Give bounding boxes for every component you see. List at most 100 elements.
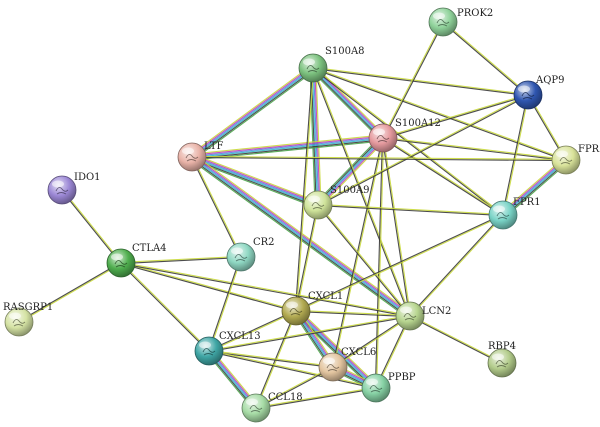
node-s100a9-structure-icon — [311, 201, 325, 210]
node-prok2-structure-icon — [436, 18, 450, 27]
node-ltf[interactable]: LTF — [177, 141, 223, 172]
node-ido1[interactable]: IDO1 — [47, 172, 101, 205]
edge-cxcl13-ppbp — [208, 349, 377, 390]
node-prok2-label: PROK2 — [457, 8, 493, 19]
node-s100a8-bubble[interactable] — [298, 53, 328, 83]
node-prok2-bubble[interactable] — [428, 7, 458, 37]
node-aqp9-label: AQP9 — [535, 75, 565, 86]
edge-ctla4-rasgrp1 — [18, 262, 122, 323]
node-fpr1-structure-icon — [496, 211, 510, 220]
edge-ltf-fpr2 — [191, 155, 567, 162]
edge-ctla4-lcn2 — [120, 261, 411, 318]
node-fpr2-label: FPR2 — [578, 144, 600, 155]
edge-fpr1-lcn2 — [409, 214, 504, 317]
node-rbp4-highlight — [492, 353, 504, 361]
edges-layer — [18, 21, 569, 411]
node-prok2-highlight — [433, 12, 445, 20]
edge-ccl18-cxcl6 — [255, 365, 334, 410]
node-s100a12-structure-icon — [376, 134, 390, 143]
node-s100a9-highlight — [308, 195, 320, 203]
node-prok2[interactable]: PROK2 — [428, 7, 493, 37]
node-fpr2-bubble[interactable] — [551, 145, 581, 175]
edge-ltf-s100a9 — [190, 153, 320, 209]
node-cxcl1[interactable]: CXCL1 — [281, 291, 343, 326]
edge-s100a9-lcn2 — [317, 204, 411, 317]
edge-ido1-ctla4 — [61, 189, 122, 264]
node-ltf-highlight — [182, 147, 194, 155]
node-cxcl6[interactable]: CXCL6 — [318, 347, 376, 382]
node-ido1-bubble[interactable] — [47, 175, 77, 205]
node-s100a12-bubble[interactable] — [368, 123, 398, 153]
edge-cxcl1-cxcl13 — [208, 309, 297, 353]
node-s100a8-highlight — [303, 58, 315, 66]
node-fpr2[interactable]: FPR2 — [551, 144, 600, 175]
node-cxcl6-structure-icon — [326, 363, 340, 372]
node-rasgrp1-structure-icon — [12, 318, 26, 327]
node-ctla4-bubble[interactable] — [106, 248, 136, 278]
node-cxcl6-highlight — [323, 357, 335, 365]
node-aqp9[interactable]: AQP9 — [513, 75, 565, 110]
node-cxcl1-structure-icon — [289, 307, 303, 316]
node-cr2-structure-icon — [234, 253, 248, 262]
node-fpr2-highlight — [556, 150, 568, 158]
node-aqp9-highlight — [518, 85, 530, 93]
node-ltf-bubble[interactable] — [177, 142, 207, 172]
edge-prok2-aqp9 — [442, 21, 529, 96]
node-lcn2[interactable]: LCN2 — [395, 301, 451, 331]
node-ido1-label: IDO1 — [74, 172, 101, 183]
node-cxcl13[interactable]: CXCL13 — [194, 331, 261, 366]
edge-cxcl13-lcn2 — [208, 314, 411, 353]
edge-s100a12-ppbp — [374, 137, 385, 389]
node-rasgrp1[interactable]: RASGRP1 — [3, 302, 53, 337]
node-rbp4[interactable]: RBP4 — [487, 341, 517, 378]
node-s100a8[interactable]: S100A8 — [298, 46, 365, 83]
node-ctla4-highlight — [111, 253, 123, 261]
node-rbp4-structure-icon — [495, 359, 509, 368]
edge-s100a12-fpr2 — [382, 136, 567, 162]
node-cr2[interactable]: CR2 — [226, 237, 275, 272]
node-rbp4-bubble[interactable] — [487, 348, 517, 378]
node-lcn2-highlight — [400, 306, 412, 314]
node-ppbp-structure-icon — [369, 384, 383, 393]
node-s100a9-bubble[interactable] — [303, 190, 333, 220]
node-s100a9-label: S100A9 — [330, 185, 370, 196]
node-ctla4[interactable]: CTLA4 — [106, 243, 167, 278]
node-ppbp[interactable]: PPBP — [361, 372, 416, 403]
edge-ccl18-ppbp — [255, 386, 377, 410]
edge-lcn2-cxcl6 — [332, 315, 411, 368]
node-s100a12[interactable]: S100A12 — [368, 118, 441, 153]
edge-aqp9-fpr1 — [501, 94, 530, 216]
edge-s100a9-fpr1 — [317, 203, 504, 217]
node-cxcl13-structure-icon — [202, 347, 216, 356]
node-s100a12-label: S100A12 — [395, 118, 441, 129]
node-ppbp-bubble[interactable] — [361, 373, 391, 403]
edge-s100a8-aqp9 — [312, 66, 529, 97]
edge-cxcl13-cxcl6 — [208, 349, 334, 369]
node-ccl18-bubble[interactable] — [241, 393, 271, 423]
node-cxcl6-label: CXCL6 — [341, 347, 376, 358]
node-ctla4-label: CTLA4 — [132, 243, 167, 254]
node-cxcl1-bubble[interactable] — [281, 296, 311, 326]
node-fpr1[interactable]: FPR1 — [488, 197, 541, 230]
edge-s100a12-prok2 — [381, 21, 445, 139]
node-cxcl1-highlight — [286, 301, 298, 309]
node-cr2-label: CR2 — [253, 237, 275, 248]
edge-cxcl1-lcn2 — [295, 309, 411, 318]
node-s100a8-label: S100A8 — [325, 46, 365, 57]
node-s100a9[interactable]: S100A9 — [303, 185, 370, 220]
edge-s100a8-lcn2 — [311, 67, 412, 317]
node-rasgrp1-label: RASGRP1 — [3, 302, 53, 313]
node-cxcl13-label: CXCL13 — [219, 331, 261, 342]
node-cr2-bubble[interactable] — [226, 242, 256, 272]
node-lcn2-bubble[interactable] — [395, 301, 425, 331]
node-ido1-highlight — [52, 180, 64, 188]
node-ccl18[interactable]: CCL18 — [241, 392, 303, 423]
node-ppbp-highlight — [366, 378, 378, 386]
node-ido1-structure-icon — [55, 186, 69, 195]
node-aqp9-structure-icon — [521, 91, 535, 100]
node-ccl18-label: CCL18 — [268, 392, 303, 403]
edge-fpr1-cxcl1 — [295, 213, 504, 313]
node-ccl18-structure-icon — [249, 404, 263, 413]
node-ltf-label: LTF — [204, 141, 223, 152]
node-ccl18-highlight — [246, 398, 258, 406]
